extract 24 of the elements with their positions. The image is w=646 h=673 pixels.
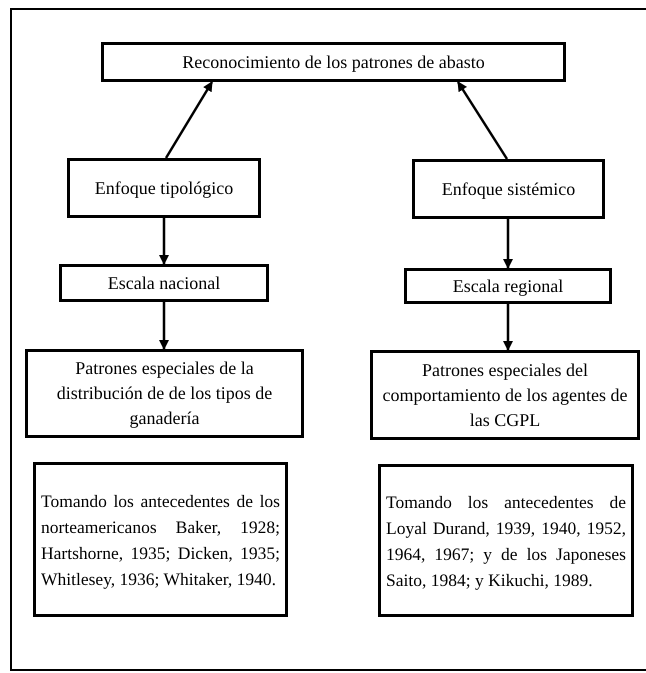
process-box bbox=[101, 42, 566, 82]
process-box bbox=[404, 268, 612, 304]
process-box bbox=[370, 350, 640, 440]
note-box bbox=[378, 464, 634, 617]
arrow bbox=[159, 302, 169, 350]
box-label: Reconocimiento de los patrones de abasto bbox=[182, 50, 485, 74]
box-label: Escala regional bbox=[452, 274, 564, 298]
process-box bbox=[25, 349, 304, 438]
arrow bbox=[164, 81, 214, 159]
box-label: Escala nacional bbox=[108, 272, 220, 294]
note-text: Tomando los antecedentes de Loyal Durand, 1939, 1940, 1952, 1964, 1967; y de los Japoneses Saito, 1984; y Kikuchi, 1989. bbox=[386, 490, 626, 592]
arrow bbox=[456, 81, 508, 160]
box-label: Patrones especiales de la distribución de de los tipos de ganadería bbox=[56, 357, 274, 430]
note-box bbox=[33, 462, 288, 617]
process-box bbox=[412, 159, 605, 219]
arrow bbox=[503, 304, 513, 351]
box-label: Enfoque tipológico bbox=[94, 176, 234, 200]
process-box bbox=[59, 264, 269, 302]
box-label: Enfoque sistémico bbox=[442, 178, 576, 201]
arrow bbox=[159, 218, 169, 265]
box-label: Patrones especiales del comportamiento de los agentes de las CGPL bbox=[382, 358, 628, 432]
arrow bbox=[503, 219, 513, 269]
process-box bbox=[67, 158, 261, 218]
note-text: Tomando los antecedentes de los norteamericanos Baker, 1928; Hartshorne, 1935; Dicken, 1935; Whitlesey, 1936; Whitaker, 1940. bbox=[41, 490, 280, 591]
